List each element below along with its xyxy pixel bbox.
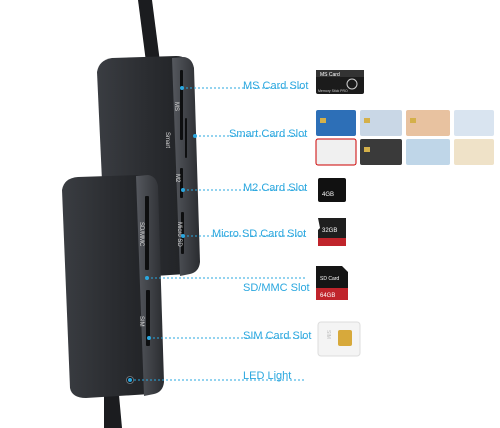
m2-card-icon: 4GB: [318, 178, 346, 202]
ms-slot: [180, 70, 183, 140]
micro-sd-card-slot-label: Micro SD Card Slot: [212, 228, 307, 240]
leader-lines: [130, 87, 306, 381]
sd-slot: [145, 196, 149, 270]
smart-card-collage-icon: [315, 110, 494, 166]
sd-mmc-slot-label: SD/MMC Slot: [243, 282, 310, 294]
m2-slot: [180, 168, 183, 198]
ms-card-title: MS Card: [320, 72, 340, 78]
sim-card-slot-label: SIM Card Slot: [243, 330, 312, 342]
smart-slot-marking: Smart: [164, 132, 170, 148]
micro-sd-slot-marking: Micro SD: [176, 222, 182, 247]
micro-sd-slot: [181, 212, 184, 254]
micro-sd-capacity: 32GB: [322, 228, 337, 234]
sim-card-text: SIM: [325, 330, 331, 339]
smart-card-slot-label: Smart Card Slot: [229, 128, 308, 140]
led-light-label: LED Light: [243, 370, 292, 382]
upper-reader-unit: MS Micro SD M2 Smart: [97, 56, 200, 278]
m2-slot-marking: M2: [174, 174, 180, 183]
sd-card-type: SD Card: [320, 276, 339, 282]
ms-card-icon: MS Card Memory Stick PRO: [316, 70, 364, 94]
sim-slot-marking: SIM: [138, 316, 144, 327]
sd-slot-marking: SD/MMC: [138, 222, 144, 247]
sd-card-icon: SD Card 64GB: [316, 266, 348, 300]
sim-card-icon: SIM: [317, 321, 361, 357]
lower-reader-unit: SD/MMC SIM: [62, 175, 164, 398]
ms-card-brand: Memory Stick PRO: [318, 89, 348, 93]
leader-dots: [128, 86, 197, 382]
top-cable: [138, 0, 160, 62]
m2-card-slot-label: M2 Card Slot: [243, 182, 308, 194]
micro-sd-card-icon: 32GB: [318, 218, 346, 246]
sd-card-capacity: 64GB: [320, 293, 335, 299]
ms-slot-marking: MS: [173, 102, 179, 111]
m2-card-capacity: 4GB: [322, 192, 334, 198]
ms-card-slot-label: MS Card Slot: [243, 80, 309, 92]
sim-slot: [146, 290, 150, 346]
smart-slot: [185, 118, 187, 158]
